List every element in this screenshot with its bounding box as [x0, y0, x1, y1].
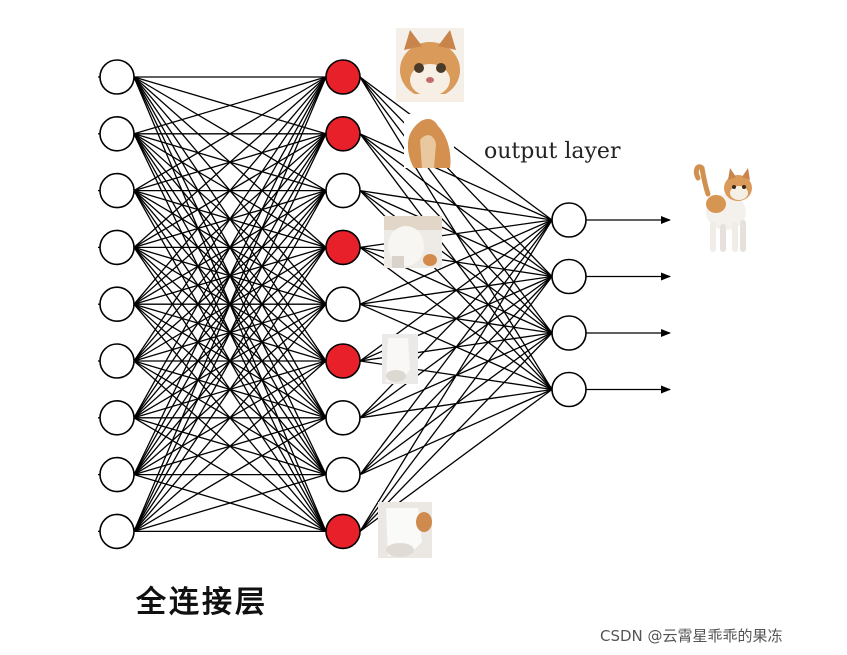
- edge-input-hidden: [133, 76, 327, 135]
- edge-hidden-output: [359, 276, 553, 532]
- input-node: [99, 172, 135, 209]
- input-node: [99, 399, 135, 436]
- watermark: CSDN @云霄星乖乖的果冻: [600, 627, 783, 645]
- cat-ear-icon: [404, 114, 454, 168]
- output-node: [551, 202, 587, 238]
- edge-input-hidden: [133, 133, 327, 532]
- input-node: [99, 59, 135, 95]
- edge-hidden-output: [359, 219, 553, 532]
- input-node: [99, 116, 135, 152]
- edge-hidden-output: [359, 219, 553, 305]
- edge-input-hidden: [133, 76, 327, 475]
- diagram-title: 全连接层: [135, 585, 268, 620]
- input-node: [99, 456, 135, 493]
- hidden-node: [325, 172, 361, 209]
- hidden-node: [325, 399, 361, 436]
- input-node: [99, 513, 135, 550]
- edge-input-hidden: [133, 247, 327, 532]
- input-node: [99, 343, 135, 379]
- hidden-node-active: [325, 229, 361, 266]
- edge-input-hidden: [133, 190, 327, 532]
- hidden-node: [325, 456, 361, 493]
- cat-face-icon: [396, 28, 464, 102]
- edge-input-hidden: [133, 76, 327, 419]
- hidden-node-active: [325, 513, 361, 550]
- cat-full-icon: [693, 164, 752, 252]
- edge-input-hidden: [133, 417, 327, 532]
- edge-input-hidden: [133, 76, 327, 192]
- output-node: [551, 315, 587, 351]
- edge-hidden-output: [359, 332, 553, 532]
- edge-input-hidden: [133, 76, 327, 248]
- edge-hidden-output: [359, 219, 553, 419]
- output-arrows: [586, 216, 671, 394]
- edge-hidden-output: [359, 133, 553, 221]
- cat-paw-icon: [378, 502, 432, 558]
- edge-hidden-output: [359, 189, 553, 221]
- edge-input-hidden: [133, 360, 327, 532]
- input-node: [99, 286, 135, 323]
- edge-hidden-output: [359, 76, 553, 221]
- neuron-nodes: [99, 59, 587, 550]
- edge-input-hidden: [133, 473, 327, 533]
- output-layer-label: output layer: [484, 139, 621, 164]
- cat-leg-icon: [382, 334, 418, 384]
- output-node: [551, 258, 587, 295]
- edge-input-hidden: [133, 76, 327, 532]
- edge-hidden-output: [359, 219, 553, 475]
- hidden-node-active: [325, 59, 361, 95]
- edge-input-hidden: [133, 76, 327, 305]
- edge-input-hidden: [133, 303, 327, 532]
- hidden-node-active: [325, 116, 361, 152]
- feature-patches: [378, 28, 752, 558]
- output-node: [551, 371, 587, 408]
- hidden-node-active: [325, 343, 361, 379]
- edge-input-hidden: [133, 76, 327, 362]
- input-node: [99, 229, 135, 266]
- hidden-node: [325, 286, 361, 323]
- cat-belly-icon: [384, 216, 442, 268]
